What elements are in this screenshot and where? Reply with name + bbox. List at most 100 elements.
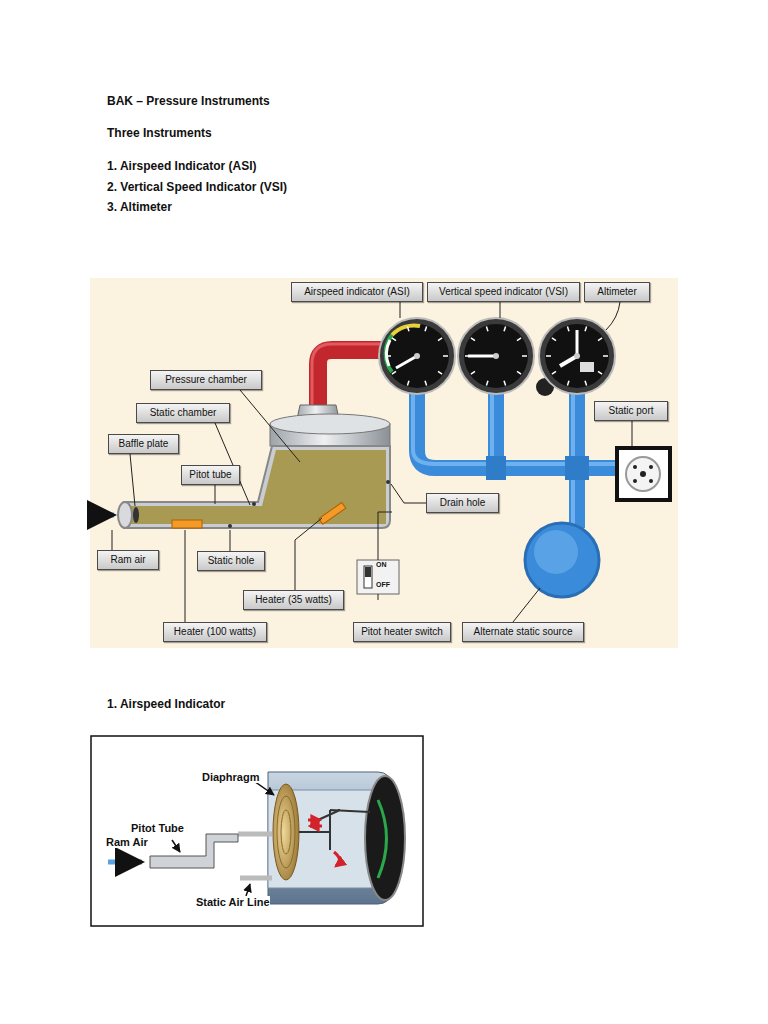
callout-label: Heater (35 watts) xyxy=(255,594,332,605)
tick-mark xyxy=(517,338,521,341)
callout-box: Airspeed indicator (ASI) xyxy=(291,282,423,302)
pitot-line xyxy=(318,350,384,405)
page-title: BAK – Pressure Instruments xyxy=(107,94,270,108)
kollsman-window xyxy=(580,362,594,372)
white-arc xyxy=(387,340,390,366)
switch-label: OFF xyxy=(376,581,390,588)
tick-mark xyxy=(546,355,551,357)
drawing-part xyxy=(378,594,379,600)
tick-mark xyxy=(552,371,556,374)
pitot-tube xyxy=(150,834,238,868)
callout-label: Pitot heater switch xyxy=(361,626,443,637)
green-arc xyxy=(378,800,387,878)
drawing-part xyxy=(295,518,322,590)
drawing-part xyxy=(185,530,186,622)
pipe-tee xyxy=(486,456,506,480)
pressure-chamber xyxy=(128,450,386,524)
section-heading: Three Instruments xyxy=(107,126,212,140)
airspeed-indicator-cutaway xyxy=(108,772,405,904)
callout-label: Static port xyxy=(608,405,653,416)
green-arc xyxy=(386,335,392,372)
motion-arrow xyxy=(334,852,340,866)
tick-mark xyxy=(392,338,396,341)
drawing-part xyxy=(215,485,216,504)
instruments xyxy=(379,318,615,396)
drawing-part xyxy=(649,479,653,483)
hub xyxy=(493,353,499,359)
tick-mark xyxy=(438,371,442,374)
leader-lines xyxy=(112,302,632,622)
needle xyxy=(576,330,579,356)
callout-box: Drain hole xyxy=(426,493,499,513)
figure-frame xyxy=(91,736,423,926)
static-line xyxy=(417,390,618,528)
part-label: Diaphragm xyxy=(202,771,259,783)
callout-label: Static chamber xyxy=(150,407,217,418)
callout-label: Pitot tube xyxy=(189,469,231,480)
diagram-ground xyxy=(90,278,678,648)
altimeter xyxy=(539,318,615,394)
baffle-plate xyxy=(133,507,139,523)
heater-100 xyxy=(172,520,202,528)
callout-label: Alternate static source xyxy=(474,626,573,637)
part-label: Pitot Tube xyxy=(131,822,184,834)
drawing-part xyxy=(240,390,300,462)
callout-box: Static chamber xyxy=(136,403,230,423)
list-item: 3. Altimeter xyxy=(107,200,172,214)
tick-mark xyxy=(567,381,569,386)
diaphragm-ring xyxy=(277,796,295,868)
callout-label: Vertical speed indicator (VSI) xyxy=(439,286,568,297)
tick-mark xyxy=(567,327,569,332)
alternate-static-source xyxy=(525,523,599,597)
callout-label: Baffle plate xyxy=(119,438,169,449)
tick-mark xyxy=(407,327,409,332)
drawing-part xyxy=(391,484,426,503)
leader-arrow xyxy=(254,781,274,795)
dial xyxy=(365,776,405,900)
tick-mark xyxy=(425,327,427,332)
tick-mark xyxy=(486,327,488,332)
vertical-speed-indicator xyxy=(458,318,534,394)
tick-mark xyxy=(407,381,409,386)
diaphragm-ring xyxy=(281,810,291,854)
drawing-part xyxy=(513,588,540,622)
alternate-static-shade xyxy=(534,530,578,574)
tick-mark xyxy=(522,355,527,357)
switch-toggle xyxy=(364,566,372,588)
switch-label: ON xyxy=(376,561,387,568)
drawing-part xyxy=(215,423,250,505)
leader-arrow xyxy=(172,840,180,852)
tick-mark xyxy=(585,381,587,386)
section-heading: 1. Airspeed Indicator xyxy=(107,697,225,711)
part-label: Static Air Line xyxy=(196,896,270,908)
tick-mark xyxy=(598,371,602,374)
drawing-part xyxy=(130,454,135,506)
airspeed-indicator xyxy=(379,318,455,394)
gauge-face xyxy=(545,324,609,388)
callout-box: Alternate static source xyxy=(462,622,584,642)
drawing-part xyxy=(230,530,231,551)
motion-arrow xyxy=(310,825,322,828)
callout-label: Altimeter xyxy=(597,286,636,297)
ram-air-arrow xyxy=(93,513,114,518)
pitot-tip xyxy=(118,502,132,528)
static-line-shade xyxy=(413,392,616,524)
callout-box: Static port xyxy=(594,401,668,421)
drawing-part xyxy=(649,465,653,469)
tick-mark xyxy=(504,327,506,332)
part-label: Ram Air xyxy=(106,836,148,848)
switch-lever xyxy=(365,567,371,577)
motion-arrow xyxy=(308,819,320,822)
static-port xyxy=(617,448,670,500)
callout-label: Heater (100 watts) xyxy=(174,626,256,637)
drawing-part xyxy=(633,465,637,469)
pipe-cross xyxy=(565,456,589,480)
linkage xyxy=(299,810,370,850)
pitot-body xyxy=(124,446,390,528)
tick-mark xyxy=(552,338,556,341)
callout-box: Pressure chamber xyxy=(150,370,262,390)
hub xyxy=(574,353,580,359)
callout-box: Baffle plate xyxy=(108,434,179,454)
drawing-part xyxy=(112,530,113,550)
